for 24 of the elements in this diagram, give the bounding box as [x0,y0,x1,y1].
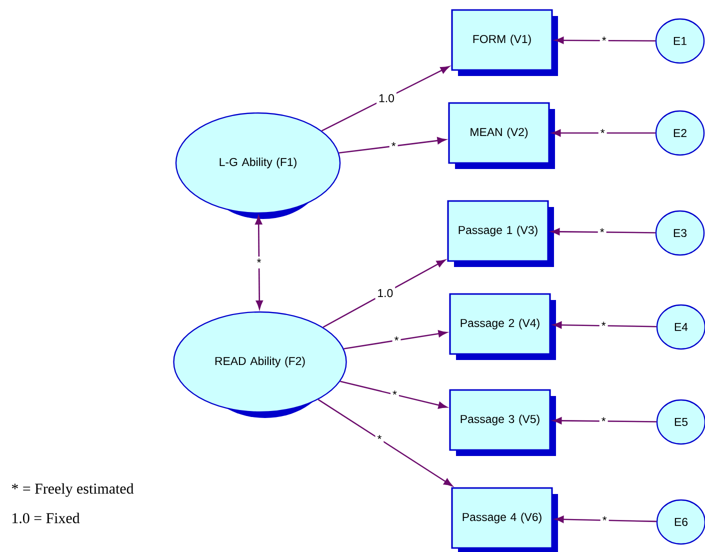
variable-box: Passage 2 (V4) [449,293,556,360]
variable-box: Passage 3 (V5) [449,389,556,456]
arrow [322,260,446,328]
edge-label: 1.0 [375,287,396,300]
key-text: 1.0 = Fixed [12,512,80,524]
variable-box: FORM (V1) [451,9,558,76]
arrow [338,137,446,154]
arrow [552,417,656,424]
arrow [552,129,656,137]
edge-label: * [390,388,399,400]
arrow [554,36,656,44]
arrow [321,66,450,132]
arrow [318,398,453,486]
arrow [344,330,448,350]
variable-box: Passage 4 (V6) [451,487,558,552]
variable-box: MEAN (V2) [448,102,555,169]
arrow [554,516,656,523]
key-text: * = Freely estimated [12,483,134,497]
arrow [552,321,656,329]
variable-box: Passage 1 (V3) [447,200,554,267]
edge-label: 1.0 [376,92,396,104]
arrow [550,228,656,236]
arrow [255,216,263,310]
arrow [340,380,448,409]
